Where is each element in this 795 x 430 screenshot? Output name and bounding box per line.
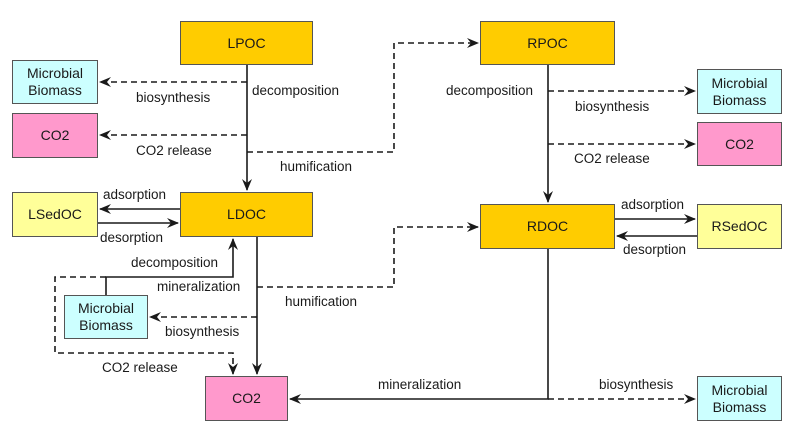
label-rpoc-biosynthesis: biosynthesis bbox=[575, 99, 650, 114]
label-rdoc-adsorption: adsorption bbox=[621, 197, 685, 212]
node-co2-bottom: CO2 bbox=[205, 376, 288, 421]
node-co2-right-top: CO2 bbox=[697, 122, 782, 166]
node-microbial-biomass-middle: Microbial Biomass bbox=[64, 295, 148, 339]
label-lpoc-biosynthesis: biosynthesis bbox=[136, 90, 211, 105]
label-ldoc-co2-release: CO2 release bbox=[102, 360, 178, 375]
label-rpoc-co2-release: CO2 release bbox=[574, 151, 650, 166]
node-ldoc-label: LDOC bbox=[227, 206, 266, 222]
node-microbial-biomass-right-top: Microbial Biomass bbox=[697, 69, 782, 114]
node-co2-left-top-label: CO2 bbox=[40, 127, 70, 143]
label-rdoc-desorption: desorption bbox=[623, 242, 687, 257]
node-ldoc: LDOC bbox=[180, 192, 313, 237]
label-lpoc-humification: humification bbox=[280, 159, 353, 174]
label-rpoc-decomposition: decomposition bbox=[446, 83, 534, 98]
node-lsedoc: LSedOC bbox=[12, 192, 98, 237]
node-rpoc-label: RPOC bbox=[527, 34, 568, 51]
label-lpoc-co2-release: CO2 release bbox=[136, 143, 212, 158]
node-lpoc-label: LPOC bbox=[227, 34, 266, 51]
node-mb-middle-label: Microbial Biomass bbox=[77, 300, 134, 333]
node-rdoc-label: RDOC bbox=[526, 218, 569, 234]
node-mb-left-top-label: Microbial Biomass bbox=[26, 65, 83, 98]
label-ldoc-biosynthesis: biosynthesis bbox=[165, 324, 240, 339]
node-co2-left-top: CO2 bbox=[12, 113, 98, 158]
label-rdoc-biosynthesis: biosynthesis bbox=[599, 377, 674, 392]
node-rdoc: RDOC bbox=[480, 204, 615, 249]
node-lsedoc-label: LSedOC bbox=[28, 206, 82, 222]
node-microbial-biomass-left-top: Microbial Biomass bbox=[12, 60, 98, 104]
label-ldoc-adsorption: adsorption bbox=[103, 187, 167, 202]
node-mb-bottom-right-label: Microbial Biomass bbox=[711, 381, 768, 415]
label-rdoc-mineralization: mineralization bbox=[378, 377, 462, 392]
node-microbial-biomass-bottom-right: Microbial Biomass bbox=[697, 376, 782, 421]
label-lpoc-decomposition: decomposition bbox=[252, 83, 340, 98]
node-rpoc: RPOC bbox=[480, 21, 615, 65]
label-ldoc-decomposition: decomposition bbox=[131, 255, 219, 270]
node-rsedoc: RSedOC bbox=[697, 204, 782, 249]
node-rsedoc-label: RSedOC bbox=[711, 218, 768, 234]
edge-mb-co2-release bbox=[54, 276, 238, 375]
edge-lpoc-humification bbox=[247, 38, 479, 153]
node-co2-right-top-label: CO2 bbox=[725, 135, 754, 152]
node-mb-right-top-label: Microbial Biomass bbox=[711, 74, 768, 108]
label-ldoc-mineralization: mineralization bbox=[157, 279, 241, 294]
edge-mb-decomposition bbox=[105, 238, 238, 295]
node-lpoc: LPOC bbox=[180, 21, 313, 65]
label-ldoc-desorption: desorption bbox=[100, 230, 164, 245]
label-ldoc-humification: humification bbox=[285, 294, 358, 309]
node-co2-bottom-label: CO2 bbox=[232, 390, 261, 406]
